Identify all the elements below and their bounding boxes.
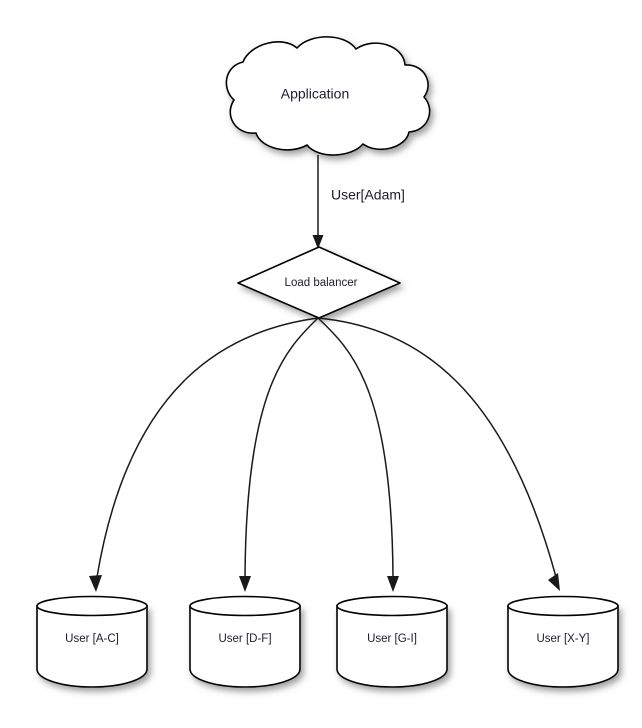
arrowhead-shard-1 <box>239 576 251 592</box>
shard-label-2: User [G-I] <box>367 633 417 645</box>
node-load-balancer[interactable]: Load balancer <box>237 246 401 319</box>
edge-lb-to-shard-3 <box>317 317 560 591</box>
cloud-shape <box>225 36 431 156</box>
edge-lb-to-shard-2 <box>317 317 399 592</box>
node-shard-3[interactable]: User [X-Y] <box>507 595 619 688</box>
shard-label-1: User [D-F] <box>218 633 271 645</box>
cylinder-body-0 <box>36 605 148 688</box>
cylinder-top-1 <box>189 595 301 617</box>
load-balancer-label: Load balancer <box>285 277 358 289</box>
edge-label-user-adam: User[Adam] <box>331 187 405 203</box>
edge-curve-shard-0 <box>96 317 319 578</box>
arrowhead-shard-2 <box>387 576 399 592</box>
arrowhead-app-lb <box>312 235 324 249</box>
edge-curve-shard-1 <box>244 317 319 579</box>
application-label: Application <box>281 86 350 102</box>
node-shard-2[interactable]: User [G-I] <box>336 595 448 688</box>
node-application[interactable]: Application <box>225 36 431 156</box>
arrowhead-shard-3 <box>548 573 560 591</box>
cylinder-top-0 <box>36 595 148 617</box>
edge-lb-to-shard-1 <box>239 317 319 592</box>
node-shard-0[interactable]: User [A-C] <box>36 595 148 688</box>
cylinder-body-2 <box>336 605 448 688</box>
edge-curve-shard-2 <box>317 317 394 579</box>
edge-curve-shard-3 <box>317 317 557 578</box>
cylinder-top-3 <box>507 595 619 617</box>
edge-application-to-load-balancer: User[Adam] <box>312 155 405 249</box>
node-shard-1[interactable]: User [D-F] <box>189 595 301 688</box>
cylinder-body-3 <box>507 605 619 688</box>
edge-lb-to-shard-0 <box>89 317 319 592</box>
cylinder-body-1 <box>189 605 301 688</box>
shard-label-0: User [A-C] <box>65 633 119 645</box>
shard-label-3: User [X-Y] <box>536 633 589 645</box>
cylinder-top-2 <box>336 595 448 617</box>
arrowhead-shard-0 <box>89 575 102 592</box>
